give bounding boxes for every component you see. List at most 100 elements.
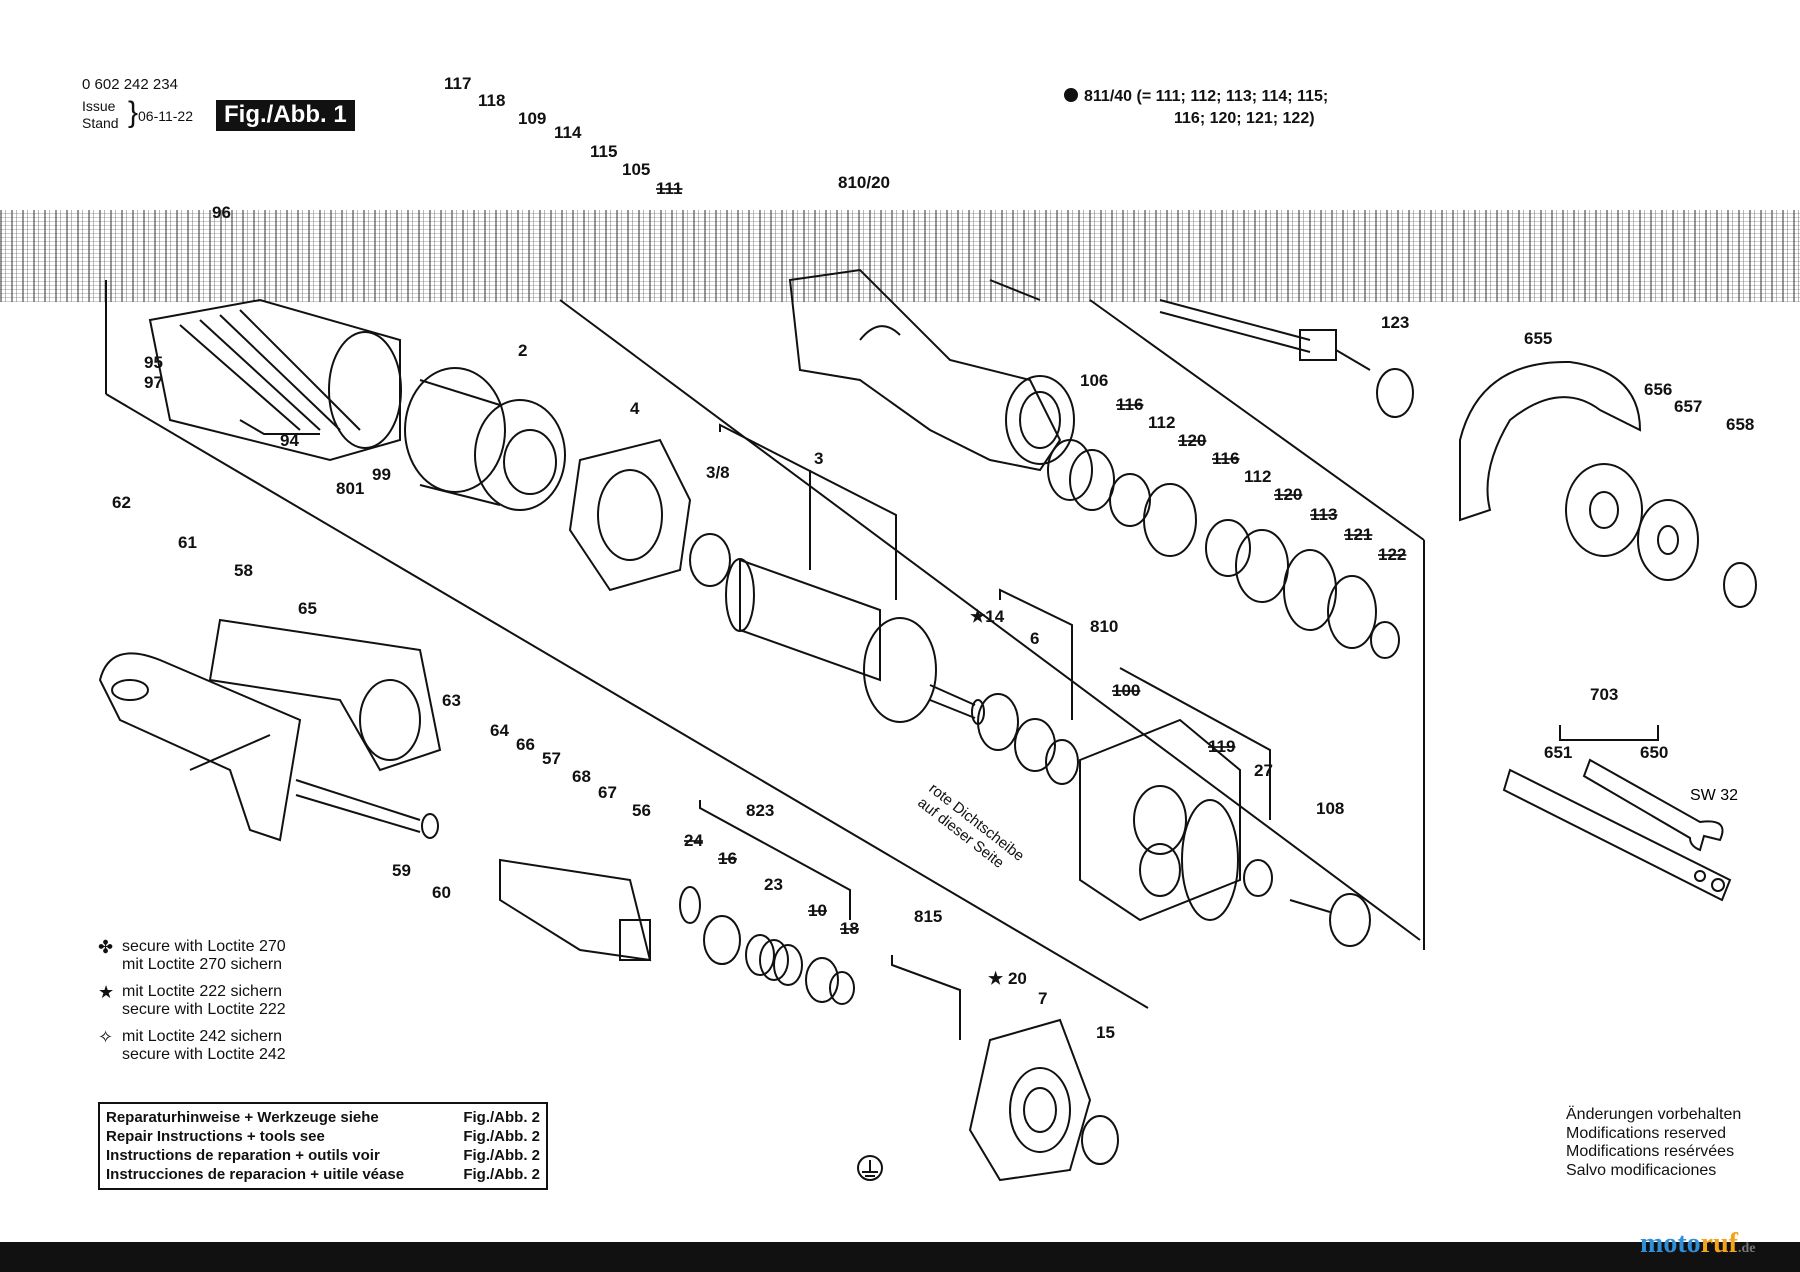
gear-housing — [788, 268, 1075, 472]
frame-line-1 — [105, 393, 1149, 1009]
label-14: ★14 — [970, 607, 1005, 626]
label-116b: 116 — [1212, 449, 1239, 468]
label-27: 27 — [1254, 761, 1273, 780]
label-2: 2 — [518, 341, 527, 360]
label-99: 99 — [372, 465, 391, 484]
bottom-bar — [0, 1242, 1800, 1272]
scan-noise-band — [0, 210, 1800, 302]
modifications-line: Salvo modificaciones — [1566, 1161, 1717, 1179]
label-65: 65 — [298, 599, 317, 618]
label-105: 105 — [622, 160, 650, 179]
label-18: 18 — [840, 919, 859, 938]
label-62: 62 — [112, 493, 131, 512]
label-123: 123 — [1381, 313, 1409, 332]
label-120a: 120 — [1178, 431, 1206, 450]
label-94: 94 — [280, 431, 299, 450]
label-650: 650 — [1640, 743, 1668, 762]
label-96: 96 — [212, 203, 231, 222]
label-58: 58 — [234, 561, 253, 580]
label-122: 122 — [1378, 545, 1406, 564]
label-66: 66 — [516, 735, 535, 754]
label-111: 111 — [656, 179, 683, 198]
switch — [499, 858, 652, 962]
field-winding — [404, 367, 566, 511]
legend-line: mit Loctite 270 sichern — [122, 956, 283, 973]
legend-line: secure with Loctite 242 — [122, 1046, 286, 1063]
modifications-note: Änderungen vorbehalten Modifications res… — [1566, 1106, 1741, 1180]
armature — [689, 533, 985, 725]
end-cover — [968, 1018, 1092, 1182]
label-20: ★ 20 — [988, 969, 1027, 988]
nut-657 — [1637, 499, 1699, 581]
label-3-8: 3/8 — [706, 463, 730, 482]
label-810-20: 810/20 — [838, 173, 890, 192]
label-10: 10 — [808, 901, 827, 920]
bearing-106 — [1047, 439, 1093, 501]
bearing-14 — [977, 693, 1019, 751]
ring-15 — [1081, 1115, 1119, 1165]
repair-row: Instructions de reparation + outils voir… — [106, 1147, 540, 1164]
legend-symbol-icon: ✧ — [98, 1027, 114, 1047]
label-658: 658 — [1726, 415, 1754, 434]
issue-label: Issue — [82, 98, 116, 114]
ring-658 — [1723, 562, 1757, 608]
kit-line-2: 116; 120; 121; 122) — [1174, 110, 1315, 127]
bullet-icon — [1064, 88, 1078, 102]
bearing-6 — [1014, 718, 1056, 772]
fan-baffle — [568, 438, 692, 592]
label-24: 24 — [684, 831, 703, 850]
brace-icon: } — [128, 96, 139, 129]
modifications-line: Modifications resérvées — [1566, 1143, 1735, 1160]
part-number: 0 602 242 234 — [82, 76, 178, 93]
label-651: 651 — [1544, 743, 1572, 762]
label-67: 67 — [598, 783, 617, 802]
label-6: 6 — [1030, 629, 1039, 648]
housing-screw — [989, 279, 1041, 301]
label-823: 823 — [746, 801, 774, 820]
label-115: 115 — [590, 142, 617, 161]
sw-label: SW 32 — [1690, 787, 1738, 804]
label-113: 113 — [1310, 505, 1337, 524]
label-64: 64 — [490, 721, 509, 740]
label-112b: 112 — [1244, 467, 1271, 486]
label-3: 3 — [814, 449, 823, 468]
issue-date: 06-11-22 — [138, 108, 194, 124]
label-61: 61 — [178, 533, 197, 552]
label-120b: 120 — [1274, 485, 1302, 504]
label-109: 109 — [518, 109, 546, 128]
label-119: 119 — [1208, 737, 1235, 756]
ground-icon — [857, 1155, 883, 1181]
label-114: 114 — [554, 123, 582, 142]
label-815: 815 — [914, 907, 942, 926]
wrench-651 — [1502, 768, 1732, 902]
label-95: 95 — [144, 353, 163, 372]
label-108: 108 — [1316, 799, 1344, 818]
label-810: 810 — [1090, 617, 1118, 636]
label-112a: 112 — [1148, 413, 1175, 432]
label-60: 60 — [432, 883, 451, 902]
label-703: 703 — [1590, 685, 1618, 704]
label-59: 59 — [392, 861, 411, 880]
spindle — [1159, 299, 1371, 371]
label-121: 121 — [1344, 525, 1372, 544]
handle-housing — [98, 618, 442, 842]
frame-line-2 — [559, 299, 1421, 941]
legend-line: secure with Loctite 270 — [122, 938, 286, 955]
pinion — [1289, 893, 1371, 947]
motor-housing — [148, 298, 402, 462]
label-68: 68 — [572, 767, 591, 786]
flange-656 — [1565, 463, 1643, 557]
label-657: 657 — [1674, 397, 1702, 416]
label-100: 100 — [1112, 681, 1140, 700]
legend-symbol-icon: ★ — [98, 982, 115, 1002]
cable — [295, 779, 439, 839]
label-97: 97 — [144, 373, 163, 392]
label-15: 15 — [1096, 1023, 1115, 1042]
label-4: 4 — [630, 399, 640, 418]
label-57: 57 — [542, 749, 561, 768]
